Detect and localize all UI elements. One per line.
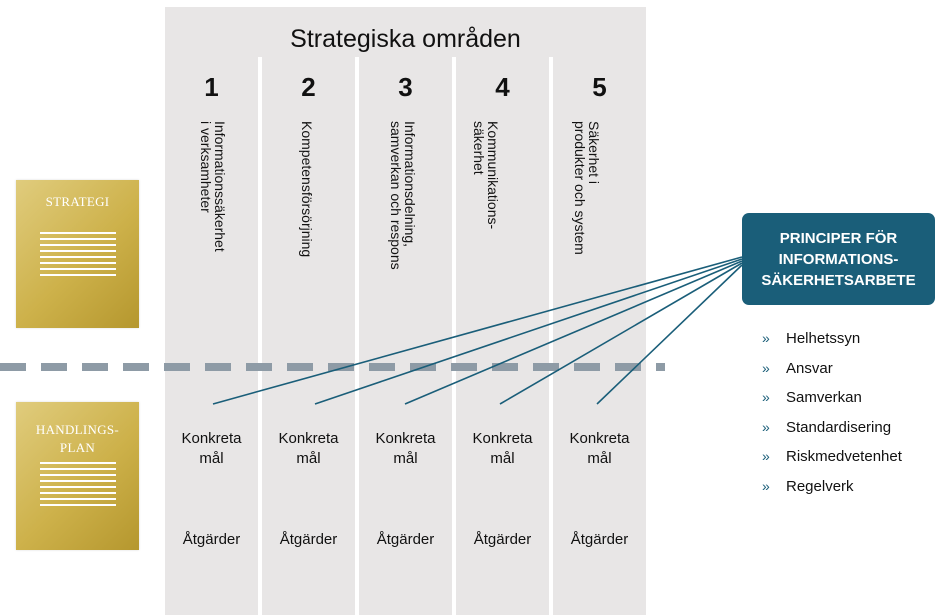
- panel-title: Strategiska områden: [290, 25, 521, 53]
- strategy-document-icon: STRATEGI: [16, 180, 139, 328]
- area-label: Säkerhet i produkter och system: [572, 121, 602, 255]
- principle-item: » Helhetssyn: [762, 329, 902, 359]
- document-text-lines: [40, 232, 116, 280]
- concrete-goals-label: Konkreta mål: [278, 430, 339, 467]
- column-divider: [549, 57, 553, 615]
- concrete-goals-label: Konkreta mål: [375, 430, 436, 467]
- principles-list: » Helhetssyn » Ansvar » Samverkan » Standard…: [762, 329, 902, 506]
- principle-label: Riskmedvetenhet: [786, 448, 902, 465]
- area-label: Kommunikations- säkerhet: [471, 121, 501, 230]
- principle-label: Helhetssyn: [786, 330, 861, 347]
- principle-item: » Riskmedvetenhet: [762, 447, 902, 477]
- bullet-icon: »: [762, 389, 770, 405]
- area-number: 3: [398, 72, 413, 102]
- area-label: Kompetensförsörjning: [299, 121, 315, 258]
- bullet-icon: »: [762, 418, 770, 435]
- principles-box: PRINCIPER FÖR INFORMATIONS- SÄKERHETSARB…: [742, 213, 935, 305]
- column-divider: [355, 57, 359, 615]
- connector-line: [314, 258, 743, 405]
- bullet-icon: »: [762, 330, 770, 346]
- area-column-4: 4 Kommunikations- säkerhet Konkreta mål …: [456, 7, 549, 615]
- concrete-goals-label: Konkreta mål: [181, 430, 242, 467]
- principle-label: Regelverk: [786, 477, 854, 495]
- principle-item: » Regelverk: [762, 477, 902, 507]
- action-plan-document-title: HANDLINGS- PLAN: [35, 422, 120, 455]
- principle-item: » Standardisering: [762, 418, 902, 448]
- actions-label: Åtgärder: [376, 531, 435, 548]
- column-divider: [452, 57, 456, 615]
- area-column-2: 2 Kompetensförsörjning Konkreta mål Åtgä…: [262, 7, 355, 615]
- action-plan-document-icon: HANDLINGS- PLAN: [16, 402, 139, 550]
- principle-item: » Ansvar: [762, 359, 902, 389]
- bullet-icon: »: [762, 448, 770, 464]
- area-number: 1: [204, 72, 219, 102]
- area-column-5: 5 Säkerhet i produkter och system Konkre…: [553, 7, 646, 615]
- bullet-icon: »: [762, 477, 770, 494]
- concrete-goals-label: Konkreta mål: [472, 430, 533, 467]
- actions-label: Åtgärder: [279, 531, 338, 548]
- actions-label: Åtgärder: [570, 531, 629, 548]
- connector-line: [404, 260, 743, 405]
- connector-line: [499, 262, 743, 405]
- bullet-icon: »: [762, 359, 770, 376]
- principle-label: Samverkan: [786, 389, 862, 406]
- column-divider: [258, 57, 262, 615]
- actions-label: Åtgärder: [473, 531, 532, 548]
- document-text-lines: [40, 462, 116, 510]
- area-column-3: 3 Informationsdelning, samverkan och res…: [359, 7, 452, 615]
- principle-item: » Samverkan: [762, 388, 902, 418]
- connector-line: [212, 256, 743, 405]
- area-label: Informationsdelning, samverkan och respo…: [388, 121, 418, 270]
- concrete-goals-label: Konkreta mål: [569, 430, 630, 467]
- area-label: Informationssäkerhet i verksamheter: [198, 121, 228, 252]
- area-column-1: 1 Informationssäkerhet i verksamheter Ko…: [165, 7, 258, 615]
- actions-label: Åtgärder: [182, 531, 241, 548]
- principle-label: Ansvar: [786, 359, 833, 377]
- area-number: 5: [592, 72, 607, 102]
- principle-label: Standardisering: [786, 418, 892, 436]
- connector-line: [596, 264, 743, 405]
- area-number: 2: [301, 72, 316, 102]
- strategy-document-title: STRATEGI: [45, 194, 110, 209]
- strategic-areas-panel: Strategiska områden 1 Informationssäkerh…: [165, 7, 646, 615]
- strategy-plan-separator: [0, 363, 665, 371]
- area-number: 4: [495, 72, 510, 102]
